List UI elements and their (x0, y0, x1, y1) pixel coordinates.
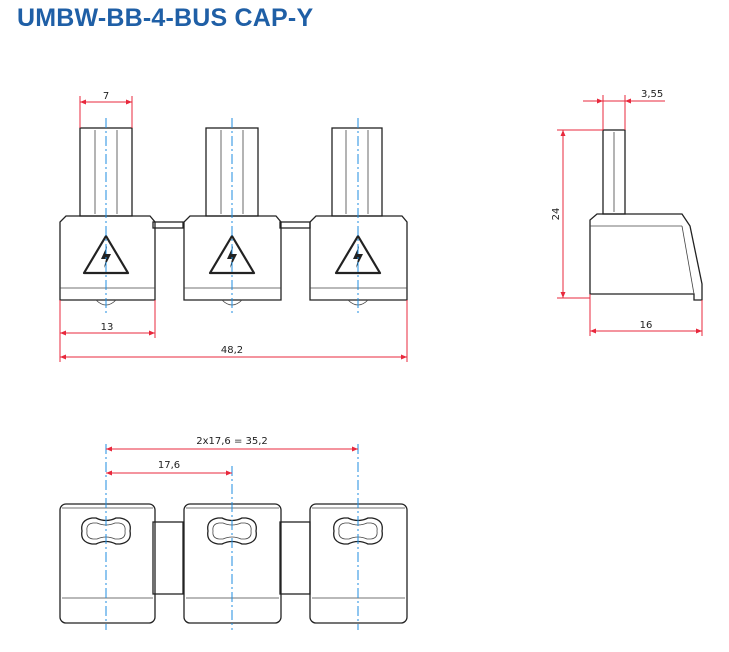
dim-overall-width: 48,2 (60, 300, 408, 362)
dim-pitch: 17,6 (106, 460, 232, 476)
dim-label: 48,2 (221, 345, 243, 356)
cap-front-2 (183, 127, 282, 306)
slot (333, 517, 383, 545)
pin (331, 127, 383, 217)
dim-label: 24 (551, 208, 562, 221)
slot (207, 517, 257, 545)
connector-bar (279, 521, 311, 595)
connector-bar (152, 221, 184, 229)
dim-pin-thickness: 3,55 (583, 89, 665, 130)
dim-total-pitch: 2x17,6 = 35,2 (106, 436, 358, 452)
page-title: UMBW-BB-4-BUS CAP-Y (17, 4, 314, 32)
dim-depth: 16 (589, 294, 703, 336)
dim-label: 3,55 (641, 89, 663, 100)
side-body (589, 213, 703, 301)
cap-top-1 (59, 503, 156, 624)
dim-label: 7 (103, 91, 109, 102)
dim-cap-width: 13 (59, 300, 156, 362)
connector-bar (152, 521, 184, 595)
dim-label: 13 (101, 322, 114, 333)
dim-label: 16 (640, 320, 653, 331)
dim-height: 24 (551, 129, 603, 299)
dim-label: 2x17,6 = 35,2 (196, 436, 268, 447)
cap-outline (59, 503, 156, 624)
cap-front-1 (59, 127, 156, 306)
cap-body (183, 215, 282, 301)
dim-label: 17,6 (158, 460, 180, 471)
connector-bar (279, 221, 311, 229)
slot (81, 517, 131, 545)
side-view: 3,55 24 16 (551, 89, 703, 336)
top-view: 2x17,6 = 35,2 17,6 (59, 436, 408, 630)
dim-pin-width: 7 (79, 91, 133, 128)
front-view: 7 13 48,2 (59, 91, 408, 362)
